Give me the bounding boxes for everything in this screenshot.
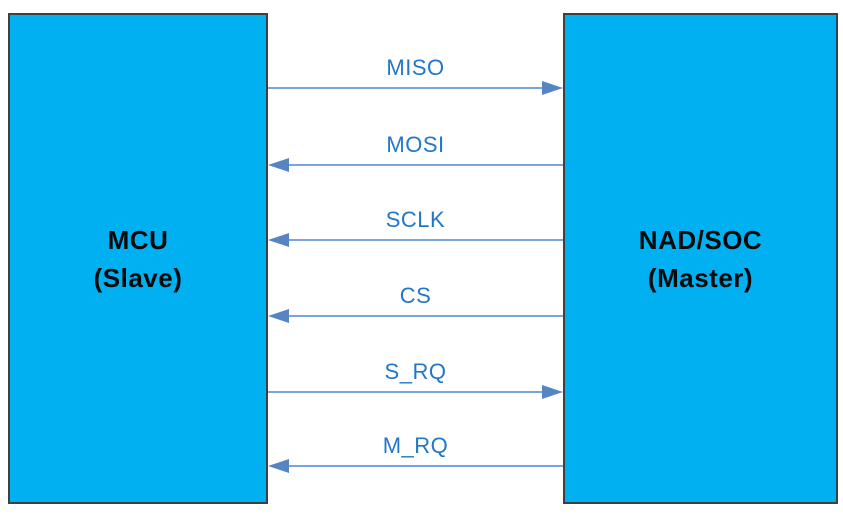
- signal-sclk: SCLK: [268, 207, 563, 247]
- arrow-right-icon: [268, 81, 563, 95]
- arrow-shaft: [281, 465, 563, 467]
- mcu-box-title: MCU: [107, 224, 169, 255]
- signal-mosi-label: MOSI: [386, 132, 445, 157]
- nad-soc-master-box: NAD/SOC (Master): [563, 13, 838, 504]
- arrowhead-left-icon: [268, 459, 289, 473]
- signal-m-rq: M_RQ: [268, 433, 563, 473]
- arrowhead-left-icon: [268, 309, 289, 323]
- signal-cs: CS: [268, 283, 563, 323]
- arrowhead-left-icon: [268, 233, 289, 247]
- arrow-right-icon: [268, 385, 563, 399]
- signal-miso: MISO: [268, 55, 563, 95]
- signal-s-rq: S_RQ: [268, 359, 563, 399]
- arrow-left-icon: [268, 309, 563, 323]
- arrowhead-left-icon: [268, 158, 289, 172]
- arrow-left-icon: [268, 233, 563, 247]
- arrow-shaft: [281, 164, 563, 166]
- signal-sclk-label: SCLK: [385, 207, 446, 232]
- arrow-shaft: [281, 315, 563, 317]
- mcu-box-subtitle: (Slave): [93, 262, 183, 293]
- arrow-left-icon: [268, 158, 563, 172]
- nad-soc-box-subtitle: (Master): [647, 262, 754, 293]
- signal-m-rq-label: M_RQ: [382, 433, 449, 458]
- signal-mosi: MOSI: [268, 132, 563, 172]
- arrow-shaft: [268, 87, 550, 89]
- arrowhead-right-icon: [542, 81, 563, 95]
- nad-soc-box-title: NAD/SOC: [638, 224, 763, 255]
- signal-s-rq-label: S_RQ: [384, 359, 447, 384]
- signal-miso-label: MISO: [386, 55, 445, 80]
- arrowhead-right-icon: [542, 385, 563, 399]
- arrow-shaft: [268, 391, 550, 393]
- arrow-left-icon: [268, 459, 563, 473]
- arrow-shaft: [281, 239, 563, 241]
- signal-cs-label: CS: [399, 283, 432, 308]
- mcu-slave-box: MCU (Slave): [8, 13, 268, 504]
